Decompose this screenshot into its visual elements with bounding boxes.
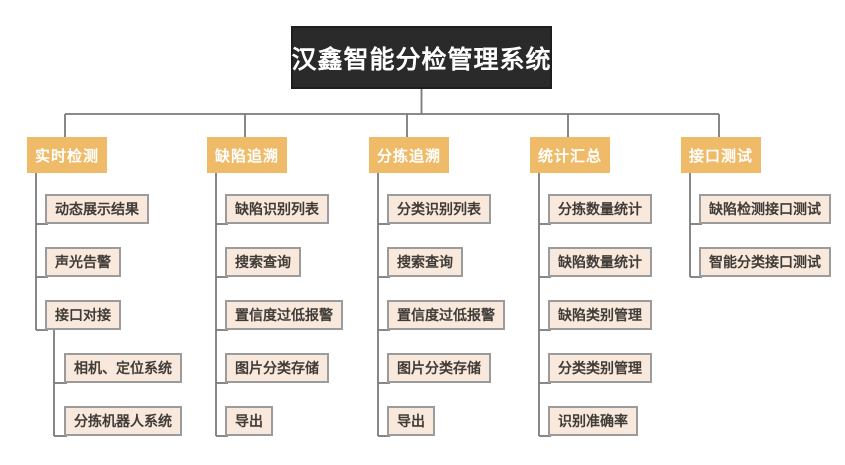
- child-topic-node[interactable]: 缺陷数量统计: [548, 247, 652, 277]
- child-topic-node[interactable]: 缺陷识别列表: [225, 194, 329, 224]
- child-topic-node[interactable]: 搜索查询: [225, 247, 301, 277]
- branch-topic-node[interactable]: 分拣追溯: [369, 137, 450, 173]
- child-topic-node[interactable]: 缺陷类别管理: [548, 300, 652, 330]
- root-topic-node[interactable]: 汉鑫智能分检管理系统: [291, 26, 552, 89]
- branch-topic-node[interactable]: 统计汇总: [530, 137, 611, 173]
- child-topic-node[interactable]: 图片分类存储: [387, 353, 491, 383]
- child-topic-node[interactable]: 识别准确率: [548, 406, 638, 436]
- child-topic-node[interactable]: 图片分类存储: [225, 353, 329, 383]
- branch-topic-node[interactable]: 实时检测: [27, 137, 108, 173]
- child-topic-node[interactable]: 置信度过低报警: [387, 300, 505, 330]
- child-topic-node[interactable]: 导出: [225, 406, 273, 436]
- child-topic-node[interactable]: 智能分类接口测试: [699, 247, 831, 277]
- child-topic-node[interactable]: 置信度过低报警: [225, 300, 343, 330]
- child-topic-node[interactable]: 分拣数量统计: [548, 194, 652, 224]
- child-topic-node[interactable]: 缺陷检测接口测试: [699, 194, 831, 224]
- child-topic-node[interactable]: 搜索查询: [387, 247, 463, 277]
- subchild-topic-node[interactable]: 相机、定位系统: [64, 353, 182, 383]
- branch-topic-node[interactable]: 缺陷追溯: [207, 137, 288, 173]
- child-topic-node[interactable]: 分类识别列表: [387, 194, 491, 224]
- child-topic-node[interactable]: 接口对接: [45, 300, 121, 330]
- branch-topic-node[interactable]: 接口测试: [681, 137, 762, 173]
- child-topic-node[interactable]: 分类类别管理: [548, 353, 652, 383]
- child-topic-node[interactable]: 声光告警: [45, 247, 121, 277]
- subchild-topic-node[interactable]: 分拣机器人系统: [64, 406, 182, 436]
- child-topic-node[interactable]: 动态展示结果: [45, 194, 149, 224]
- child-topic-node[interactable]: 导出: [387, 406, 435, 436]
